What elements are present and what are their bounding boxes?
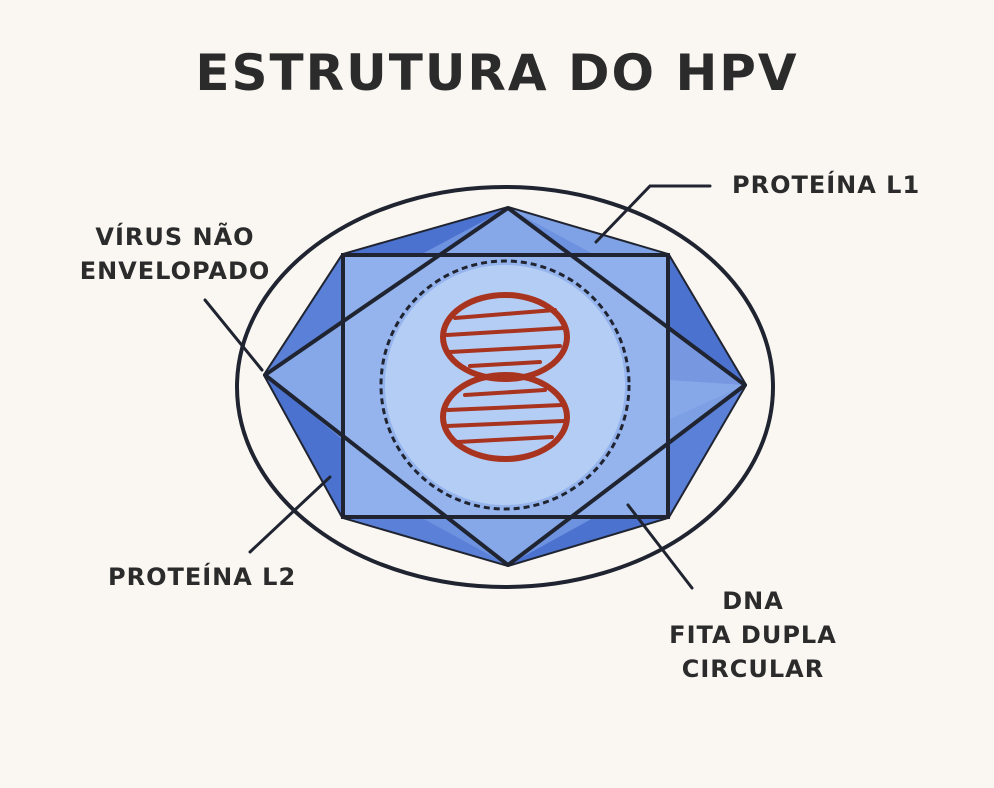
label-envelope-line1: VÍRUS NÃO	[95, 223, 255, 251]
leader-lines	[203, 184, 712, 590]
leader-protein-l1	[594, 184, 712, 244]
label-dna-line2: FITA DUPLA	[669, 621, 837, 649]
label-non-enveloped-virus: VÍRUS NÃO ENVELOPADO	[52, 220, 298, 288]
capsid-facet-bottom-left	[343, 517, 508, 565]
diagram-title: ESTRUTURA DO HPV	[195, 44, 799, 102]
capsid-facet-top-right	[508, 208, 668, 255]
leader-protein-l2	[248, 475, 332, 554]
label-dna-line1: DNA	[722, 587, 784, 615]
dna-core-border	[379, 259, 631, 511]
leader-envelope	[203, 298, 264, 372]
capsid-facet-top-left	[343, 208, 508, 255]
label-envelope-line2: ENVELOPADO	[79, 257, 271, 285]
capsid-square-outline	[341, 253, 670, 519]
outer-shell-circle	[235, 185, 775, 589]
label-dna: DNA FITA DUPLA CIRCULAR	[622, 584, 884, 686]
dna-helix	[440, 292, 570, 462]
label-dna-line3: CIRCULAR	[681, 655, 825, 683]
leader-dna	[626, 503, 694, 590]
label-protein-l1: PROTEÍNA L1	[732, 171, 921, 199]
label-protein-l2: PROTEÍNA L2	[108, 563, 297, 591]
dna-core	[385, 265, 625, 505]
capsid-facet-left	[265, 255, 343, 375]
dna-rungs	[445, 308, 565, 444]
capsid-facet-bottom-right	[508, 517, 668, 565]
